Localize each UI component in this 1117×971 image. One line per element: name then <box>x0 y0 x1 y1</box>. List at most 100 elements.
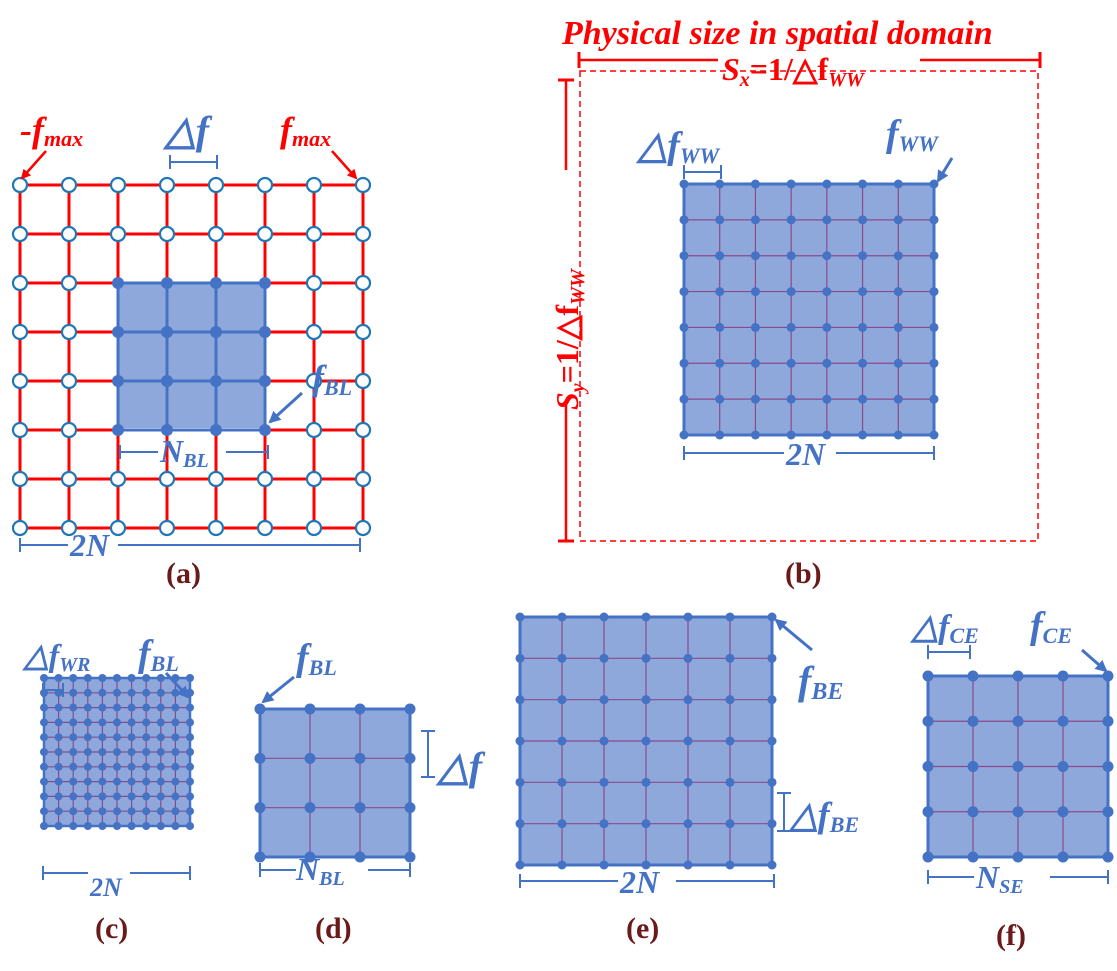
open-sample-circle <box>109 470 127 488</box>
grid-sample-dot <box>113 777 121 786</box>
grid-sample-dot <box>404 703 416 715</box>
grid-sample-dot <box>893 322 903 332</box>
grid-sample-dot <box>1102 670 1114 682</box>
grid-sample-dot <box>893 251 903 261</box>
grid-sample-dot <box>171 822 180 830</box>
grid-sample-dot <box>69 792 78 801</box>
sx-label: Sx=1/△fWW <box>722 51 865 91</box>
grid-sample-dot <box>142 718 151 727</box>
panel-e: fBE △fBE 2N (e) <box>515 612 859 945</box>
grid-sample-dot <box>557 777 567 787</box>
grid-sample-dot <box>98 777 107 786</box>
grid-sample-dot <box>69 703 78 712</box>
open-sample-circle <box>11 372 29 390</box>
grid-sample-dot <box>156 718 165 727</box>
grid-sample-dot <box>786 394 796 404</box>
grid-sample-dot <box>171 777 180 786</box>
grid-sample-dot <box>822 287 832 297</box>
grid-sample-dot <box>304 802 316 814</box>
grid-sample-dot <box>186 674 194 682</box>
grid-sample-dot <box>679 322 689 332</box>
sy-label: Sy=1/△fWW <box>549 268 589 410</box>
grid-sample-dot <box>113 762 121 771</box>
panel-b-grid <box>679 179 939 440</box>
grid-sample-dot <box>98 748 107 756</box>
c-f-bl-label: fBL <box>138 633 179 676</box>
grid-sample-dot <box>98 762 107 771</box>
grid-sample-dot <box>127 703 136 712</box>
grid-sample-dot <box>725 695 735 705</box>
grid-sample-dot <box>127 674 136 682</box>
grid-sample-dot <box>156 762 165 771</box>
grid-sample-dot <box>893 287 903 297</box>
open-sample-circle <box>256 470 274 488</box>
panel-d: fBL △f NBL (d) <box>254 637 486 945</box>
open-sample-circle <box>256 519 274 537</box>
f-be-label: fBE <box>798 658 843 705</box>
open-sample-circle <box>207 176 225 194</box>
grid-sample-dot <box>767 736 777 746</box>
minus-fmax-arrow <box>20 150 47 180</box>
grid-sample-dot <box>171 703 180 712</box>
grid-sample-dot <box>786 287 796 297</box>
grid-sample-dot <box>557 695 567 705</box>
open-sample-circle <box>158 176 176 194</box>
grid-sample-dot <box>83 748 92 756</box>
grid-sample-dot <box>83 807 92 816</box>
grid-sample-dot <box>967 806 979 818</box>
grid-sample-dot <box>683 695 693 705</box>
grid-sample-dot <box>40 777 48 786</box>
grid-sample-dot <box>254 703 266 715</box>
open-sample-circle <box>109 176 127 194</box>
grid-sample-dot <box>557 819 567 829</box>
grid-sample-dot <box>254 802 266 814</box>
grid-sample-dot <box>557 736 567 746</box>
f-ww-label: fWW <box>886 113 939 156</box>
grid-sample-dot <box>354 851 366 863</box>
grid-sample-dot <box>750 394 760 404</box>
grid-sample-dot <box>515 653 525 663</box>
grid-sample-dot <box>156 777 165 786</box>
grid-sample-dot <box>599 819 609 829</box>
highlight-sample-dot <box>210 424 222 436</box>
grid-sample-dot <box>929 251 939 261</box>
grid-sample-dot <box>54 777 63 786</box>
grid-sample-dot <box>1057 715 1069 727</box>
grid-sample-dot <box>750 358 760 368</box>
grid-sample-dot <box>1057 851 1069 863</box>
f-bl-arrow <box>268 391 304 424</box>
n-bl-label: NBL <box>159 433 209 472</box>
grid-sample-dot <box>641 653 651 663</box>
grid-sample-dot <box>922 851 934 863</box>
grid-sample-dot <box>922 715 934 727</box>
grid-sample-dot <box>127 807 136 816</box>
grid-sample-dot <box>641 736 651 746</box>
grid-sample-dot <box>683 612 693 622</box>
highlight-sample-dot <box>112 326 124 338</box>
grid-sample-dot <box>254 752 266 764</box>
open-sample-circle <box>354 323 372 341</box>
grid-sample-dot <box>715 430 725 440</box>
grid-sample-dot <box>715 358 725 368</box>
f-bl-label: fBL <box>312 358 352 400</box>
grid-sample-dot <box>354 703 366 715</box>
open-sample-circle <box>207 470 225 488</box>
grid-sample-dot <box>186 718 194 727</box>
grid-sample-dot <box>113 822 121 830</box>
grid-sample-dot <box>750 179 760 189</box>
grid-sample-dot <box>69 762 78 771</box>
grid-sample-dot <box>599 736 609 746</box>
grid-sample-dot <box>156 748 165 756</box>
grid-sample-dot <box>127 777 136 786</box>
panel-a-highlight-grid <box>116 281 267 432</box>
grid-sample-dot <box>186 822 194 830</box>
open-sample-circle <box>60 176 78 194</box>
open-sample-circle <box>158 519 176 537</box>
open-sample-circle <box>60 421 78 439</box>
grid-sample-dot <box>515 860 525 870</box>
panel-a-sample-points <box>11 176 372 537</box>
grid-sample-dot <box>142 674 151 682</box>
grid-sample-dot <box>127 733 136 742</box>
grid-sample-dot <box>83 703 92 712</box>
panel-b: Physical size in spatial domain Sx=1/△fW… <box>549 15 1042 590</box>
